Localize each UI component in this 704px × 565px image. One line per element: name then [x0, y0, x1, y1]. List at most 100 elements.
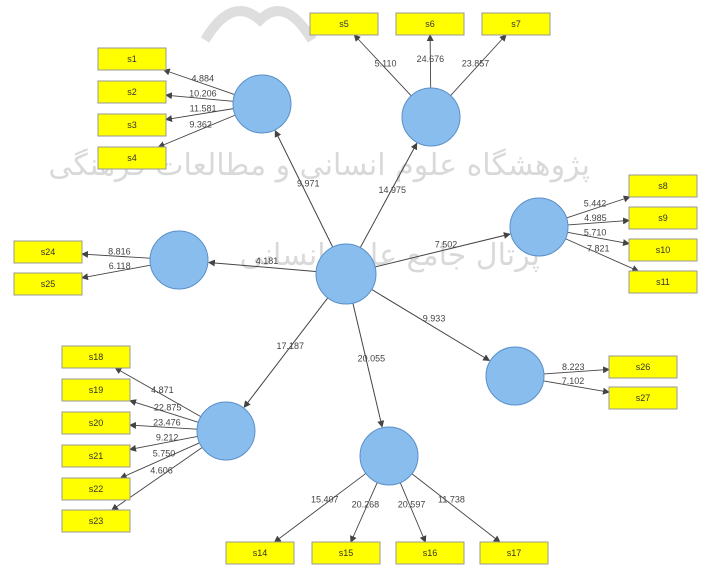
- loading-arrow: [81, 264, 151, 281]
- indicator-label: s23: [89, 516, 104, 526]
- structural-path-arrow: [274, 129, 334, 249]
- indicator-label: s18: [89, 352, 104, 362]
- loading-arrow: [450, 34, 507, 96]
- loading-label: 4.606: [150, 466, 173, 476]
- indicator-label: s20: [89, 418, 104, 428]
- loading-label: 15.407: [311, 494, 339, 504]
- indicator-s23: s23: [61, 509, 131, 533]
- indicator-label: s8: [658, 181, 668, 191]
- loading-label: 23.857: [462, 58, 490, 68]
- loading-arrow: [350, 482, 378, 543]
- loading-label: 6.118: [109, 261, 131, 271]
- latent-circle: [232, 74, 292, 134]
- indicator-box: [479, 541, 549, 565]
- indicator-box: [628, 174, 698, 198]
- latent-circle: [196, 401, 256, 461]
- loading-label: 7.821: [587, 243, 610, 253]
- structural-path-arrow: [359, 142, 418, 249]
- structural-path-arrow: [352, 302, 385, 428]
- loading-label: 5.750: [153, 449, 176, 459]
- loading-arrow: [567, 217, 630, 226]
- indicator-s9: s9: [628, 206, 698, 230]
- indicator-label: s24: [41, 247, 56, 257]
- indicator-box: [608, 386, 678, 410]
- latent-circle: [149, 230, 209, 290]
- loading-arrow: [162, 68, 235, 95]
- indicator-box: [97, 80, 167, 104]
- indicator-label: s17: [507, 548, 522, 558]
- loading-arrow: [565, 238, 640, 272]
- indicator-s3: s3: [97, 113, 167, 137]
- indicator-box: [61, 345, 131, 369]
- loading-arrow: [81, 250, 151, 259]
- indicator-box: [628, 270, 698, 294]
- indicator-label: s16: [423, 548, 438, 558]
- indicator-label: s4: [127, 153, 137, 163]
- loading-label: 20.597: [398, 499, 426, 509]
- indicator-s17: s17: [479, 541, 549, 565]
- loading-arrow: [165, 108, 234, 123]
- indicator-s19: s19: [61, 378, 131, 402]
- loading-arrow: [566, 195, 631, 219]
- loading-label: 8.816: [108, 246, 131, 256]
- indicator-s16: s16: [395, 541, 465, 565]
- indicator-s10: s10: [628, 238, 698, 262]
- indicator-s25: s25: [13, 272, 83, 296]
- indicator-box: [628, 206, 698, 230]
- latent-variable-lv-top: [401, 87, 461, 147]
- indicator-box: [61, 378, 131, 402]
- latent-circle: [401, 87, 461, 147]
- indicator-s6: s6: [395, 12, 465, 36]
- indicator-s7: s7: [481, 12, 551, 36]
- indicator-s1: s1: [97, 47, 167, 71]
- indicator-box: [309, 12, 379, 36]
- indicator-box: [628, 238, 698, 262]
- loading-arrow: [129, 421, 198, 430]
- loading-label: 5.710: [584, 227, 607, 237]
- indicator-label: s3: [127, 120, 137, 130]
- indicator-label: s10: [656, 245, 671, 255]
- loading-arrow: [165, 92, 234, 102]
- loading-label: 8.223: [562, 362, 585, 372]
- loading-arrow: [129, 399, 199, 423]
- loading-label: 23.476: [153, 417, 181, 427]
- indicator-s2: s2: [97, 80, 167, 104]
- indicator-s24: s24: [13, 240, 83, 264]
- indicator-box: [61, 444, 131, 468]
- path-coefficient-label: 9.971: [297, 178, 320, 188]
- indicator-label: s14: [253, 548, 268, 558]
- indicator-box: [97, 146, 167, 170]
- loading-label: 20.268: [352, 499, 380, 509]
- indicator-box: [481, 12, 551, 36]
- indicator-label: s5: [339, 19, 349, 29]
- structural-path-arrow: [207, 259, 318, 273]
- loading-arrow: [543, 380, 610, 395]
- loading-label: 9.362: [189, 119, 212, 129]
- indicator-box: [61, 509, 131, 533]
- loading-label: 24.676: [417, 54, 445, 64]
- latent-circle: [485, 346, 545, 406]
- indicator-box: [97, 113, 167, 137]
- indicator-s22: s22: [61, 477, 131, 501]
- indicator-s5: s5: [309, 12, 379, 36]
- path-coefficient-label: 4.181: [256, 256, 279, 266]
- latent-variable-lv-bottom: [359, 426, 419, 486]
- indicator-box: [97, 47, 167, 71]
- structural-path-arrow: [243, 296, 329, 408]
- indicator-s27: s27: [608, 386, 678, 410]
- structural-path-arrow: [370, 288, 491, 362]
- loading-arrow: [119, 442, 200, 479]
- indicator-box: [13, 272, 83, 296]
- indicator-label: s26: [636, 362, 651, 372]
- loading-label: 4.884: [191, 73, 214, 83]
- loading-label: 9.212: [156, 432, 179, 442]
- edges-layer: 9.97114.9757.5024.1819.93320.05517.1874.…: [81, 34, 640, 543]
- loading-arrow: [129, 436, 198, 452]
- indicator-s8: s8: [628, 174, 698, 198]
- loading-label: 4.871: [151, 385, 174, 395]
- indicator-box: [395, 12, 465, 36]
- latent-circle: [509, 197, 569, 257]
